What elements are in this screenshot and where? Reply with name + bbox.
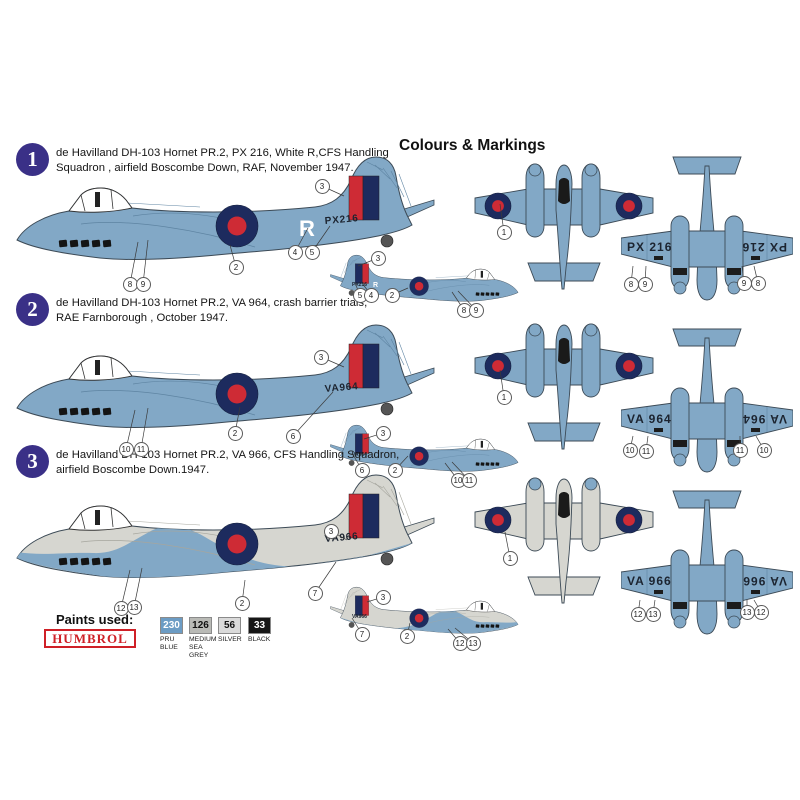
underside-plan-view: PX 216 PX 216 — [621, 156, 793, 301]
scheme-description: de Havilland DH-103 Hornet PR.2, PX 216,… — [56, 146, 389, 175]
scheme-description: de Havilland DH-103 Hornet PR.2, VA 966,… — [56, 448, 399, 477]
callout-number: 3 — [375, 425, 391, 441]
callout-number: 3 — [314, 178, 330, 194]
paint-swatch: 56 — [218, 617, 241, 634]
scheme-description-line2: Squadron , airfield Boscombe Down, RAF, … — [56, 161, 354, 174]
paint-swatch-name: MEDIUM SEA GREY — [189, 636, 217, 660]
underside-serial-left: PX 216 — [627, 240, 672, 254]
callout-number: 1 — [496, 224, 512, 240]
underside-serial-right: VA 966 — [742, 574, 787, 588]
callout-number: 4 — [363, 287, 379, 303]
paint-swatch-name: PRU BLUE — [160, 636, 178, 652]
callout-number: 2 — [384, 287, 400, 303]
humbrol-logo: HUMBROL — [44, 629, 136, 648]
callout-number: 12 — [753, 604, 769, 620]
scheme-number-badge: 2 — [16, 293, 49, 326]
callout-number: 9 — [637, 276, 653, 292]
callout-number: 9 — [468, 302, 484, 318]
callout-number: 2 — [399, 628, 415, 644]
side-profile-small-view: VA964 — [330, 424, 519, 472]
scheme-description-line2: airfield Boscombe Down.1947. — [56, 463, 210, 476]
side-profile-small-view: VA966 — [330, 586, 519, 634]
callout-number: 5 — [304, 244, 320, 260]
scheme-description-line1: de Havilland DH-103 Hornet PR.2, VA 966,… — [56, 449, 400, 461]
callout-number: 8 — [750, 275, 766, 291]
tail-serial: VA964 — [324, 381, 359, 395]
code-letter: R — [299, 216, 315, 241]
top-plan-view — [474, 323, 654, 450]
underside-serial-left: VA 964 — [627, 412, 672, 426]
side-profile-view: VA966 — [16, 474, 435, 578]
page-title: Colours & Markings — [399, 137, 546, 154]
underside-plan-view: VA 966 VA 966 — [621, 490, 793, 635]
callout-number: 1 — [496, 389, 512, 405]
callout-number: 7 — [354, 626, 370, 642]
paint-swatch-name: BLACK — [248, 636, 271, 643]
scheme-number-badge: 1 — [16, 143, 49, 176]
callout-number: 2 — [228, 259, 244, 275]
callout-number: 2 — [227, 425, 243, 441]
callout-number: 11 — [638, 443, 654, 459]
scheme-description-line2: RAE Farnborough , October 1947. — [56, 311, 229, 324]
callout-number: 6 — [285, 428, 301, 444]
paint-swatch: 33 — [248, 617, 271, 634]
paint-swatch-name: SILVER — [218, 636, 242, 643]
callout-number: 10 — [756, 442, 772, 458]
callout-number: 2 — [234, 595, 250, 611]
tail-serial: PX216 — [324, 213, 359, 227]
callout-number: 4 — [287, 244, 303, 260]
top-plan-view — [474, 477, 654, 604]
callout-number: 6 — [354, 462, 370, 478]
underside-serial-right: PX 216 — [742, 240, 787, 254]
callout-number: 9 — [736, 275, 752, 291]
underside-plan-view: VA 964 VA 964 — [621, 328, 793, 473]
callout-number: 3 — [313, 349, 329, 365]
callout-number: 3 — [375, 589, 391, 605]
underside-serial-left: VA 966 — [627, 574, 672, 588]
tail-serial-small: VA966 — [352, 614, 367, 620]
paint-swatch: 230 — [160, 617, 183, 634]
callout-number: 9 — [135, 276, 151, 292]
callout-number: 12 — [630, 606, 646, 622]
top-plan-view — [474, 163, 654, 290]
underside-serial-right: VA 964 — [742, 412, 787, 426]
callout-number: 3 — [370, 250, 386, 266]
callout-number: 13 — [126, 599, 142, 615]
humbrol-logo-text: HUMBROL — [52, 630, 128, 646]
paint-swatch: 126 — [189, 617, 212, 634]
callout-number: 13 — [645, 606, 661, 622]
callout-number: 13 — [465, 635, 481, 651]
callout-number: 2 — [387, 462, 403, 478]
callout-number: 7 — [307, 585, 323, 601]
callout-number: 8 — [623, 276, 639, 292]
callout-number: 1 — [502, 550, 518, 566]
callout-number: 11 — [133, 441, 149, 457]
callout-number: 3 — [323, 523, 339, 539]
code-letter-small: R — [373, 282, 378, 289]
scheme-description-line1: de Havilland DH-103 Hornet PR.2, PX 216,… — [56, 147, 389, 159]
callout-number: 11 — [461, 472, 477, 488]
callout-number: 13 — [739, 604, 755, 620]
scheme-description-line1: de Havilland DH-103 Hornet PR.2, VA 964,… — [56, 297, 368, 309]
callout-number: 10 — [118, 441, 134, 457]
scheme-number-badge: 3 — [16, 445, 49, 478]
callout-number: 11 — [732, 442, 748, 458]
callout-number: 10 — [622, 442, 638, 458]
scheme-description: de Havilland DH-103 Hornet PR.2, VA 964,… — [56, 296, 367, 325]
paints-used-label: Paints used: — [56, 612, 134, 627]
